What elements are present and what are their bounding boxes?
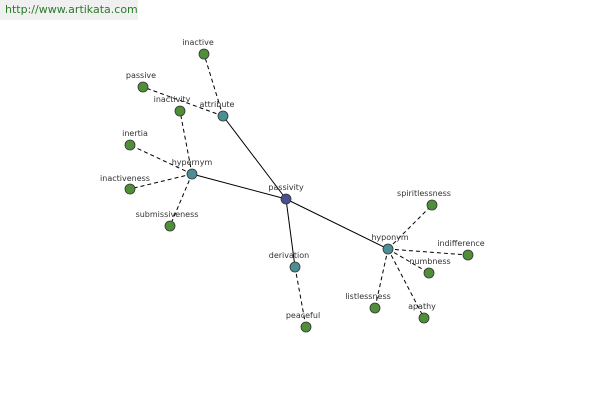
node-label-derivation[interactable]: derivation bbox=[269, 251, 309, 260]
graph-nodes: passivity attribute hypernym derivation hypo… bbox=[100, 38, 485, 333]
node-circle-attribute[interactable] bbox=[217, 110, 229, 122]
node-numbness[interactable]: numbness bbox=[409, 257, 451, 279]
edge-passivity-hyponym bbox=[285, 198, 389, 250]
node-label-numbness[interactable]: numbness bbox=[409, 257, 450, 266]
edge-hypernym-inertia bbox=[129, 144, 193, 175]
graph-edges bbox=[129, 53, 469, 328]
edge-hyponym-spiritlessness bbox=[387, 204, 433, 250]
edge-attribute-inactive bbox=[203, 53, 224, 117]
node-inertia[interactable]: inertia bbox=[122, 129, 148, 151]
node-indifference[interactable]: indifference bbox=[437, 239, 485, 261]
node-passive[interactable]: passive bbox=[126, 71, 156, 93]
node-circle-inactivity[interactable] bbox=[174, 105, 186, 117]
node-circle-indifference[interactable] bbox=[462, 249, 474, 261]
edge-hypernym-inactivity bbox=[179, 110, 193, 175]
node-apathy[interactable]: apathy bbox=[408, 302, 436, 324]
node-label-hypernym[interactable]: hypernym bbox=[172, 158, 213, 167]
node-label-inactivity[interactable]: inactivity bbox=[154, 95, 191, 104]
node-circle-spiritlessness[interactable] bbox=[426, 199, 438, 211]
node-derivation[interactable]: derivation bbox=[269, 251, 309, 273]
node-label-indifference[interactable]: indifference bbox=[437, 239, 485, 248]
node-circle-hyponym[interactable] bbox=[382, 243, 394, 255]
node-hypernym[interactable]: hypernym bbox=[172, 158, 213, 180]
edge-hypernym-inactiveness bbox=[129, 173, 193, 190]
edge-hyponym-numbness bbox=[387, 248, 430, 274]
edge-passivity-attribute bbox=[222, 115, 287, 200]
node-circle-inactiveness[interactable] bbox=[124, 183, 136, 195]
node-circle-passivity[interactable] bbox=[280, 193, 292, 205]
node-label-apathy[interactable]: apathy bbox=[408, 302, 436, 311]
edge-derivation-peaceful bbox=[294, 266, 307, 328]
node-label-inertia[interactable]: inertia bbox=[122, 129, 148, 138]
node-passivity[interactable]: passivity bbox=[268, 183, 304, 205]
node-circle-hypernym[interactable] bbox=[186, 168, 198, 180]
node-attribute[interactable]: attribute bbox=[200, 100, 235, 122]
node-circle-submissiveness[interactable] bbox=[164, 220, 176, 232]
edge-passivity-hypernym bbox=[191, 173, 287, 200]
node-label-spiritlessness[interactable]: spiritlessness bbox=[397, 189, 451, 198]
edge-hyponym-apathy bbox=[387, 248, 425, 319]
node-label-submissiveness[interactable]: submissiveness bbox=[136, 210, 199, 219]
node-label-peaceful[interactable]: peaceful bbox=[286, 311, 320, 320]
node-circle-derivation[interactable] bbox=[289, 261, 301, 273]
node-circle-passive[interactable] bbox=[137, 81, 149, 93]
node-circle-numbness[interactable] bbox=[423, 267, 435, 279]
node-inactiveness[interactable]: inactiveness bbox=[100, 174, 150, 195]
node-submissiveness[interactable]: submissiveness bbox=[136, 210, 199, 232]
node-label-listlessness[interactable]: listlessness bbox=[345, 292, 391, 301]
node-label-inactiveness[interactable]: inactiveness bbox=[100, 174, 150, 183]
edge-passivity-derivation bbox=[285, 198, 296, 268]
node-circle-inactive[interactable] bbox=[198, 48, 210, 60]
node-label-inactive[interactable]: inactive bbox=[182, 38, 214, 47]
node-circle-peaceful[interactable] bbox=[300, 321, 312, 333]
node-listlessness[interactable]: listlessness bbox=[345, 292, 391, 314]
node-circle-listlessness[interactable] bbox=[369, 302, 381, 314]
site-url[interactable]: http://www.artikata.com bbox=[0, 0, 138, 20]
edge-hyponym-indifference bbox=[387, 248, 469, 256]
node-label-passivity[interactable]: passivity bbox=[268, 183, 304, 192]
edge-attribute-passive bbox=[142, 86, 224, 117]
node-label-passive[interactable]: passive bbox=[126, 71, 156, 80]
node-peaceful[interactable]: peaceful bbox=[286, 311, 320, 333]
node-spiritlessness[interactable]: spiritlessness bbox=[397, 189, 451, 211]
node-inactive[interactable]: inactive bbox=[182, 38, 214, 60]
edge-hyponym-listlessness bbox=[374, 248, 389, 309]
node-label-hyponym[interactable]: hyponym bbox=[371, 233, 409, 242]
node-label-attribute[interactable]: attribute bbox=[200, 100, 235, 109]
node-hyponym[interactable]: hyponym bbox=[371, 233, 409, 255]
node-inactivity[interactable]: inactivity bbox=[154, 95, 191, 117]
edge-hypernym-submissiveness bbox=[169, 173, 193, 227]
node-circle-inertia[interactable] bbox=[124, 139, 136, 151]
node-circle-apathy[interactable] bbox=[418, 312, 430, 324]
